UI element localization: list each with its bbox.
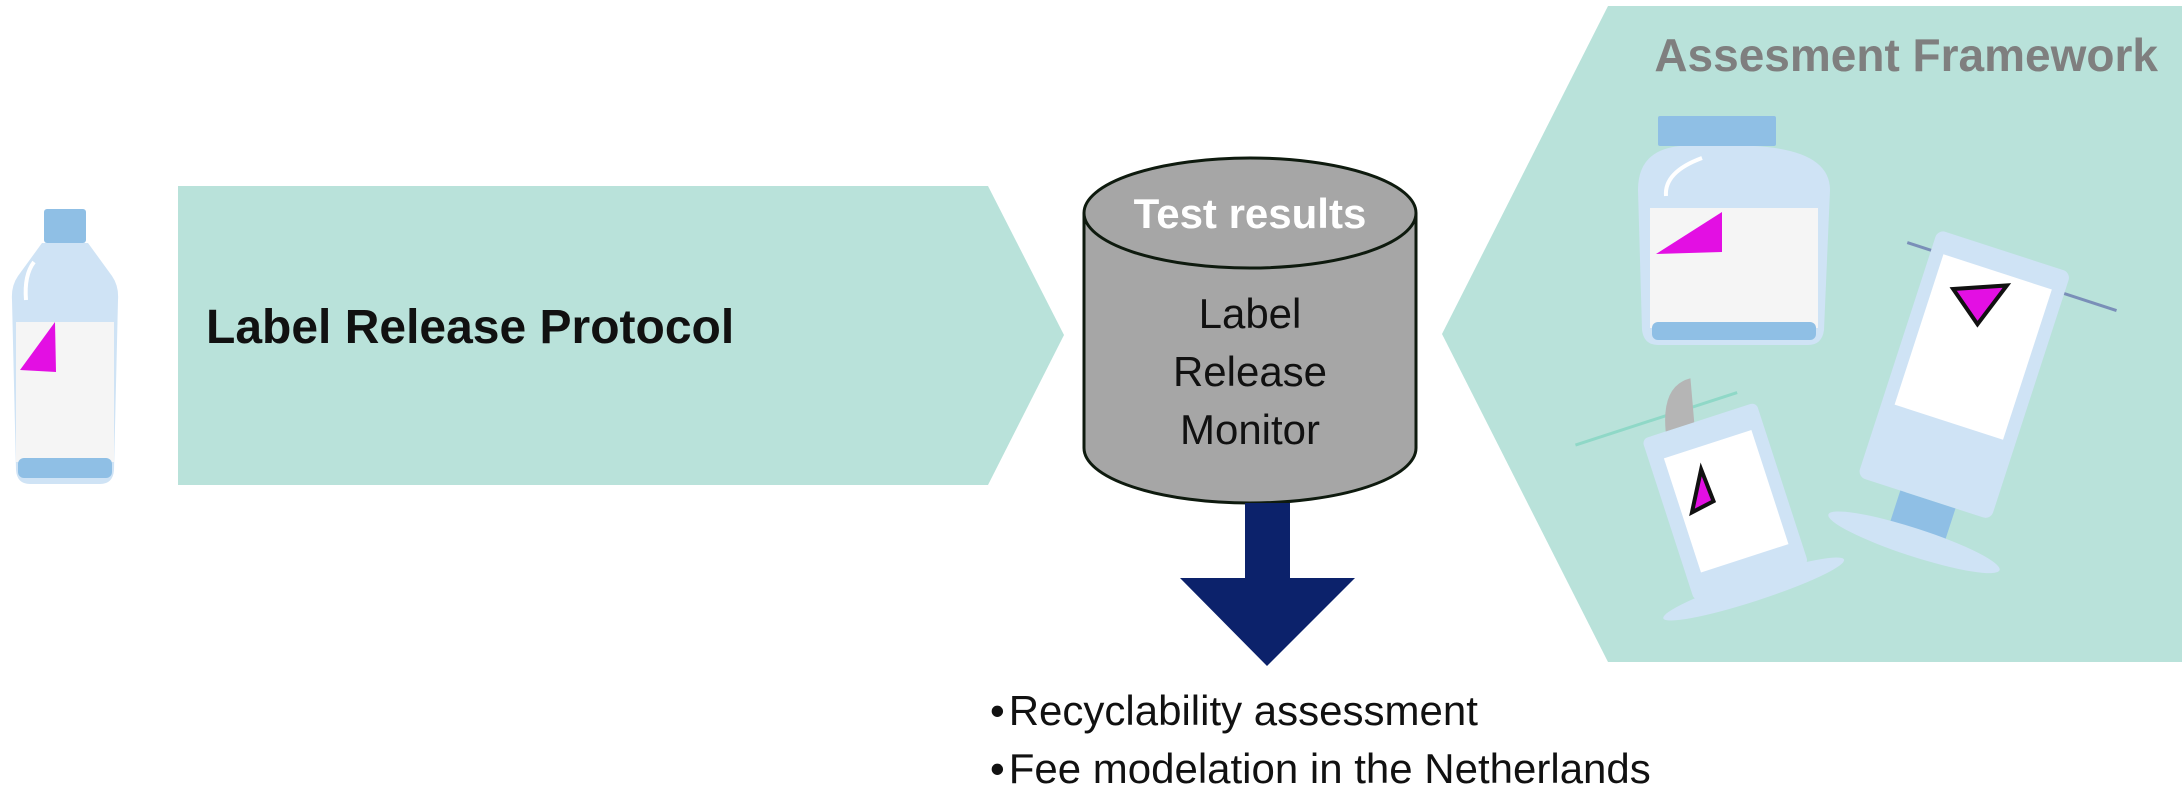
test-results-database [1082, 156, 1418, 505]
cup-icon [1574, 378, 1845, 621]
outcome-list: Recyclability assessment Fee modelation … [990, 682, 1651, 787]
outcome-item: Fee modelation in the Netherlands [990, 740, 1651, 787]
database-title: Test results [1133, 190, 1367, 237]
database-line: Label [1198, 290, 1302, 337]
bottle-icon [11, 209, 119, 484]
protocol-panel [178, 186, 1064, 485]
outcome-item: Recyclability assessment [990, 682, 1651, 740]
protocol-label: Label Release Protocol [206, 301, 735, 354]
tube-icon [1828, 231, 2117, 574]
framework-title: Assesment Framework [1654, 29, 2158, 81]
jug-icon [1638, 116, 1830, 345]
database-line: Release [1172, 348, 1328, 395]
database-line: Monitor [1179, 406, 1321, 453]
down-arrow [1180, 503, 1355, 666]
